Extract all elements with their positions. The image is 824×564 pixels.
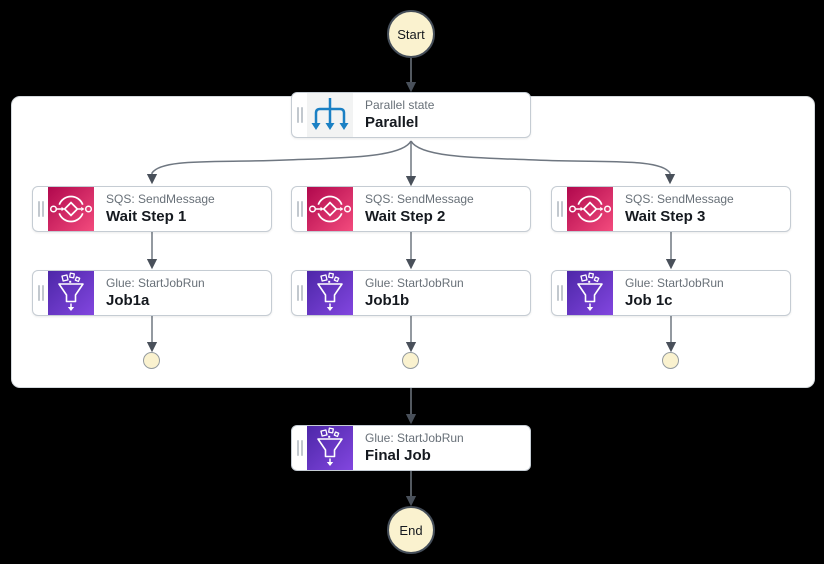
state-name: Job1b [365,292,410,310]
drag-handle-icon[interactable] [292,93,307,137]
start-label: Start [397,26,425,42]
branch-end-terminal [143,352,160,369]
state-name: Final Job [365,447,431,465]
drag-handle-icon[interactable] [33,271,48,315]
state-node-job-1c[interactable]: Glue: StartJobRun Job 1c [551,270,791,316]
sqs-icon [307,187,353,231]
parallel-state-container [11,96,815,388]
start-terminal: Start [387,10,435,58]
branch-end-terminal [662,352,679,369]
glue-icon [307,426,353,470]
state-type-label: Parallel state [365,97,435,112]
branch-end-terminal [402,352,419,369]
state-type-label: Glue: StartJobRun [365,430,464,445]
state-type-label: Glue: StartJobRun [365,275,464,290]
state-type-label: Glue: StartJobRun [625,275,724,290]
state-node-wait-step-1[interactable]: SQS: SendMessage Wait Step 1 [32,186,272,232]
drag-handle-icon[interactable] [552,271,567,315]
state-type-label: SQS: SendMessage [106,191,215,206]
state-name: Job 1c [625,292,673,310]
glue-icon [48,271,94,315]
state-name: Wait Step 3 [625,208,706,226]
sqs-icon [48,187,94,231]
sqs-icon [567,187,613,231]
drag-handle-icon[interactable] [33,187,48,231]
state-type-label: SQS: SendMessage [625,191,734,206]
end-label: End [399,522,423,538]
state-node-wait-step-3[interactable]: SQS: SendMessage Wait Step 3 [551,186,791,232]
state-node-job1a[interactable]: Glue: StartJobRun Job1a [32,270,272,316]
drag-handle-icon[interactable] [292,271,307,315]
state-node-wait-step-2[interactable]: SQS: SendMessage Wait Step 2 [291,186,531,232]
state-name: Wait Step 2 [365,208,446,226]
drag-handle-icon[interactable] [552,187,567,231]
state-name: Wait Step 1 [106,208,187,226]
state-node-final-job[interactable]: Glue: StartJobRun Final Job [291,425,531,471]
state-name: Parallel [365,114,419,132]
glue-icon [307,271,353,315]
state-node-job1b[interactable]: Glue: StartJobRun Job1b [291,270,531,316]
end-terminal: End [387,506,435,554]
state-name: Job1a [106,292,150,310]
state-node-parallel[interactable]: Parallel state Parallel [291,92,531,138]
state-type-label: SQS: SendMessage [365,191,474,206]
drag-handle-icon[interactable] [292,187,307,231]
drag-handle-icon[interactable] [292,426,307,470]
state-type-label: Glue: StartJobRun [106,275,205,290]
glue-icon [567,271,613,315]
parallel-icon [307,93,353,137]
